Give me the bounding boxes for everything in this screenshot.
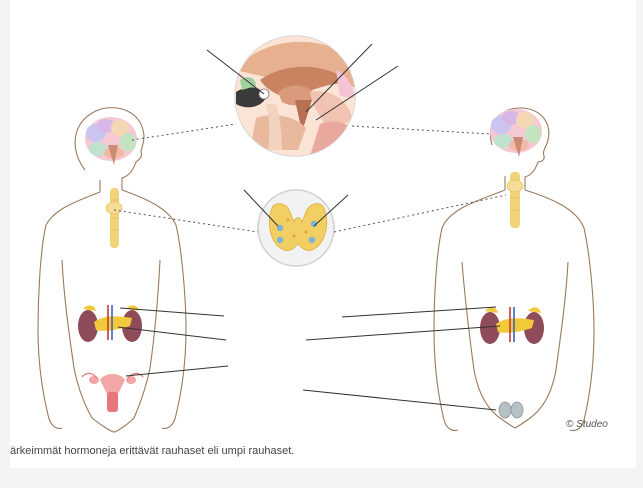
female-brain <box>85 117 137 165</box>
female-kidneys <box>78 305 142 342</box>
male-brain <box>490 109 542 157</box>
male-kidneys <box>480 307 544 344</box>
male-thyroid <box>507 172 523 228</box>
female-thyroid <box>106 188 122 248</box>
thyroid-zoom-circle <box>258 190 334 266</box>
male-testes <box>499 402 523 418</box>
figure-caption: ärkeimmät hormoneja erittävät rauhaset e… <box>10 445 294 457</box>
brain-zoom-circle <box>230 30 360 160</box>
copyright-credit: © Studeo <box>566 419 608 430</box>
male-figure <box>434 108 594 431</box>
endocrine-diagram: © Studeo <box>10 0 636 468</box>
diagram-canvas <box>10 0 636 468</box>
female-ovaries <box>82 373 143 412</box>
